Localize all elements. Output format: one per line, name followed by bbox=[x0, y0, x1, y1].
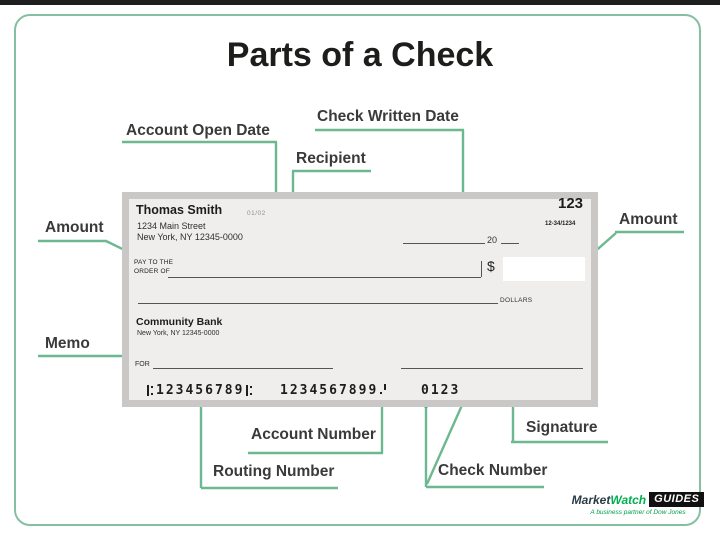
micr-onus-icon bbox=[380, 384, 387, 395]
brand-logo-row: MarketWatch GUIDES bbox=[568, 492, 708, 507]
bank-name: Community Bank bbox=[136, 316, 223, 328]
signature-line bbox=[401, 368, 583, 369]
brand-guides-badge: GUIDES bbox=[649, 492, 705, 507]
label-memo: Memo bbox=[45, 335, 90, 352]
micr-routing-group: 123456789 bbox=[145, 383, 255, 398]
date-year-prefix: 20 bbox=[487, 235, 498, 245]
label-account-number: Account Number bbox=[251, 426, 376, 443]
payee-line-end-tick bbox=[481, 261, 482, 277]
payer-address-line1: 1234 Main Street bbox=[137, 221, 206, 231]
brand-wordmark: MarketWatch bbox=[572, 493, 646, 507]
payee-line bbox=[168, 277, 481, 278]
fractional-routing-number: 12-34/1234 bbox=[545, 221, 576, 227]
label-signature: Signature bbox=[526, 419, 598, 436]
pay-to-line2: ORDER OF bbox=[134, 268, 170, 275]
amount-box bbox=[503, 257, 585, 281]
label-recipient: Recipient bbox=[296, 150, 366, 167]
micr-check-number: 0123 bbox=[421, 383, 461, 398]
top-bar bbox=[0, 0, 720, 5]
brand-logo: MarketWatch GUIDES A business partner of… bbox=[568, 492, 708, 516]
brand-tagline: A business partner of Dow Jones bbox=[590, 509, 686, 516]
brand-market-text: Market bbox=[571, 492, 611, 507]
micr-account-number: 1234567899 bbox=[280, 383, 379, 398]
micr-transit-icon bbox=[246, 385, 253, 396]
payer-address-line2: New York, NY 12345-0000 bbox=[137, 232, 243, 242]
label-check-written-date: Check Written Date bbox=[317, 108, 459, 125]
label-amount-left: Amount bbox=[45, 219, 104, 236]
bank-address: New York, NY 12345-0000 bbox=[137, 330, 220, 337]
memo-field-label: FOR bbox=[135, 361, 150, 368]
check-illustration: Thomas Smith 1234 Main Street New York, … bbox=[122, 192, 598, 407]
label-amount-right: Amount bbox=[619, 211, 678, 228]
micr-transit-icon bbox=[147, 385, 154, 396]
label-account-open-date: Account Open Date bbox=[126, 122, 270, 139]
label-routing-number: Routing Number bbox=[213, 463, 335, 480]
amount-words-line bbox=[138, 303, 498, 304]
dollar-sign: $ bbox=[487, 258, 495, 274]
payer-name: Thomas Smith bbox=[136, 203, 223, 217]
pay-to-line1: PAY TO THE bbox=[134, 259, 174, 266]
pay-to-the-order-of-label: PAY TO THE ORDER OF bbox=[134, 258, 173, 276]
brand-watch-text: Watch bbox=[610, 492, 647, 507]
account-open-date-value: 01/02 bbox=[247, 210, 266, 217]
green-frame-border bbox=[14, 14, 701, 526]
micr-account-group: 1234567899 bbox=[280, 383, 387, 398]
page-title: Parts of a Check bbox=[226, 36, 494, 74]
dollars-label: DOLLARS bbox=[500, 297, 533, 304]
date-line bbox=[403, 243, 485, 244]
memo-line bbox=[153, 368, 333, 369]
date-line-short bbox=[501, 243, 519, 244]
micr-routing-number: 123456789 bbox=[156, 383, 245, 398]
micr-check-group: 0123 bbox=[421, 383, 460, 398]
check-number-top-value: 123 bbox=[558, 195, 584, 212]
label-check-number: Check Number bbox=[438, 462, 548, 479]
